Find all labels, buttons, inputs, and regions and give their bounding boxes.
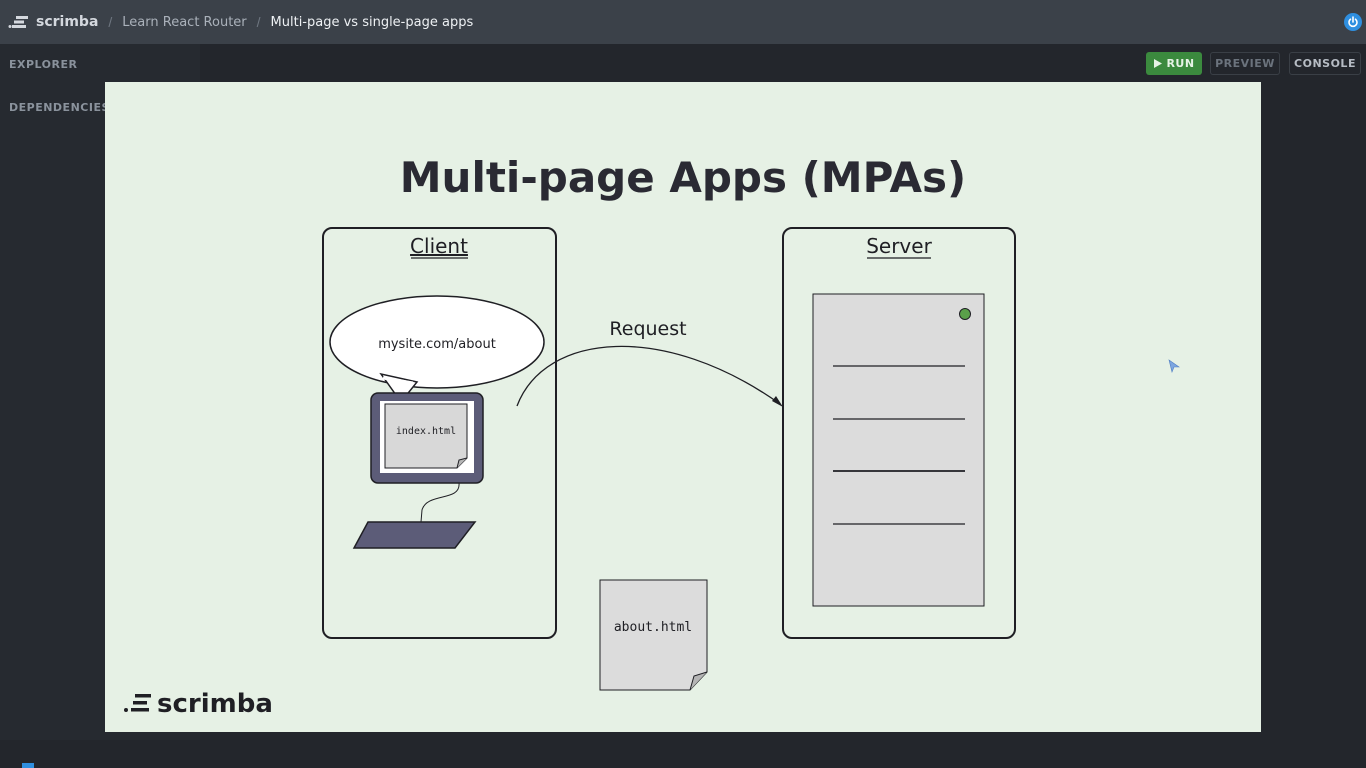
client-box [322, 227, 557, 639]
status-bar [0, 740, 1366, 768]
server-box [782, 227, 1016, 639]
top-bar: scrimba / Learn React Router / Multi-pag… [0, 0, 1366, 44]
scrimba-watermark: scrimba [124, 689, 273, 719]
run-label: RUN [1166, 57, 1195, 70]
response-file-label: about.html [614, 620, 692, 635]
breadcrumb-lesson: Multi-page vs single-page apps [270, 14, 474, 30]
url-speech-bubble: mysite.com/about [329, 295, 545, 404]
url-text: mysite.com/about [378, 337, 496, 352]
server-tower-icon [812, 293, 985, 607]
slide-viewer: Multi-page Apps (MPAs) Client mysite.com… [105, 82, 1261, 732]
request-arrow [516, 345, 783, 407]
client-label: Client [410, 234, 468, 258]
explorer-tab[interactable]: EXPLORER [9, 58, 78, 71]
breadcrumb-separator: / [256, 14, 261, 30]
preview-button[interactable]: PREVIEW [1210, 52, 1280, 75]
watermark-text: scrimba [157, 689, 273, 719]
run-button[interactable]: RUN [1146, 52, 1202, 75]
server-status-led [959, 308, 971, 320]
slide-diagram: Multi-page Apps (MPAs) Client mysite.com… [124, 153, 1016, 719]
console-button[interactable]: CONSOLE [1289, 52, 1361, 75]
mouse-cursor-icon [1168, 359, 1180, 373]
keyboard-icon [352, 521, 477, 549]
request-label: Request [609, 318, 686, 340]
play-icon [1154, 59, 1163, 68]
console-label: CONSOLE [1294, 57, 1356, 70]
logo-text: scrimba [36, 14, 99, 30]
screen-file-label: index.html [396, 426, 456, 437]
scrimba-logo-icon [8, 16, 28, 28]
breadcrumb-course[interactable]: Learn React Router [122, 14, 247, 30]
scrimba-logo[interactable]: scrimba [8, 14, 98, 30]
preview-label: PREVIEW [1215, 57, 1275, 70]
dependencies-tab[interactable]: DEPENDENCIES [9, 101, 110, 114]
power-icon [1348, 16, 1358, 28]
breadcrumb-separator: / [108, 14, 113, 30]
computer-monitor-icon: index.html [370, 392, 484, 523]
slide-title: Multi-page Apps (MPAs) [400, 153, 966, 202]
power-button[interactable] [1344, 13, 1362, 31]
progress-indicator [22, 763, 34, 768]
server-label: Server [866, 234, 932, 258]
document-icon: about.html [599, 579, 708, 691]
